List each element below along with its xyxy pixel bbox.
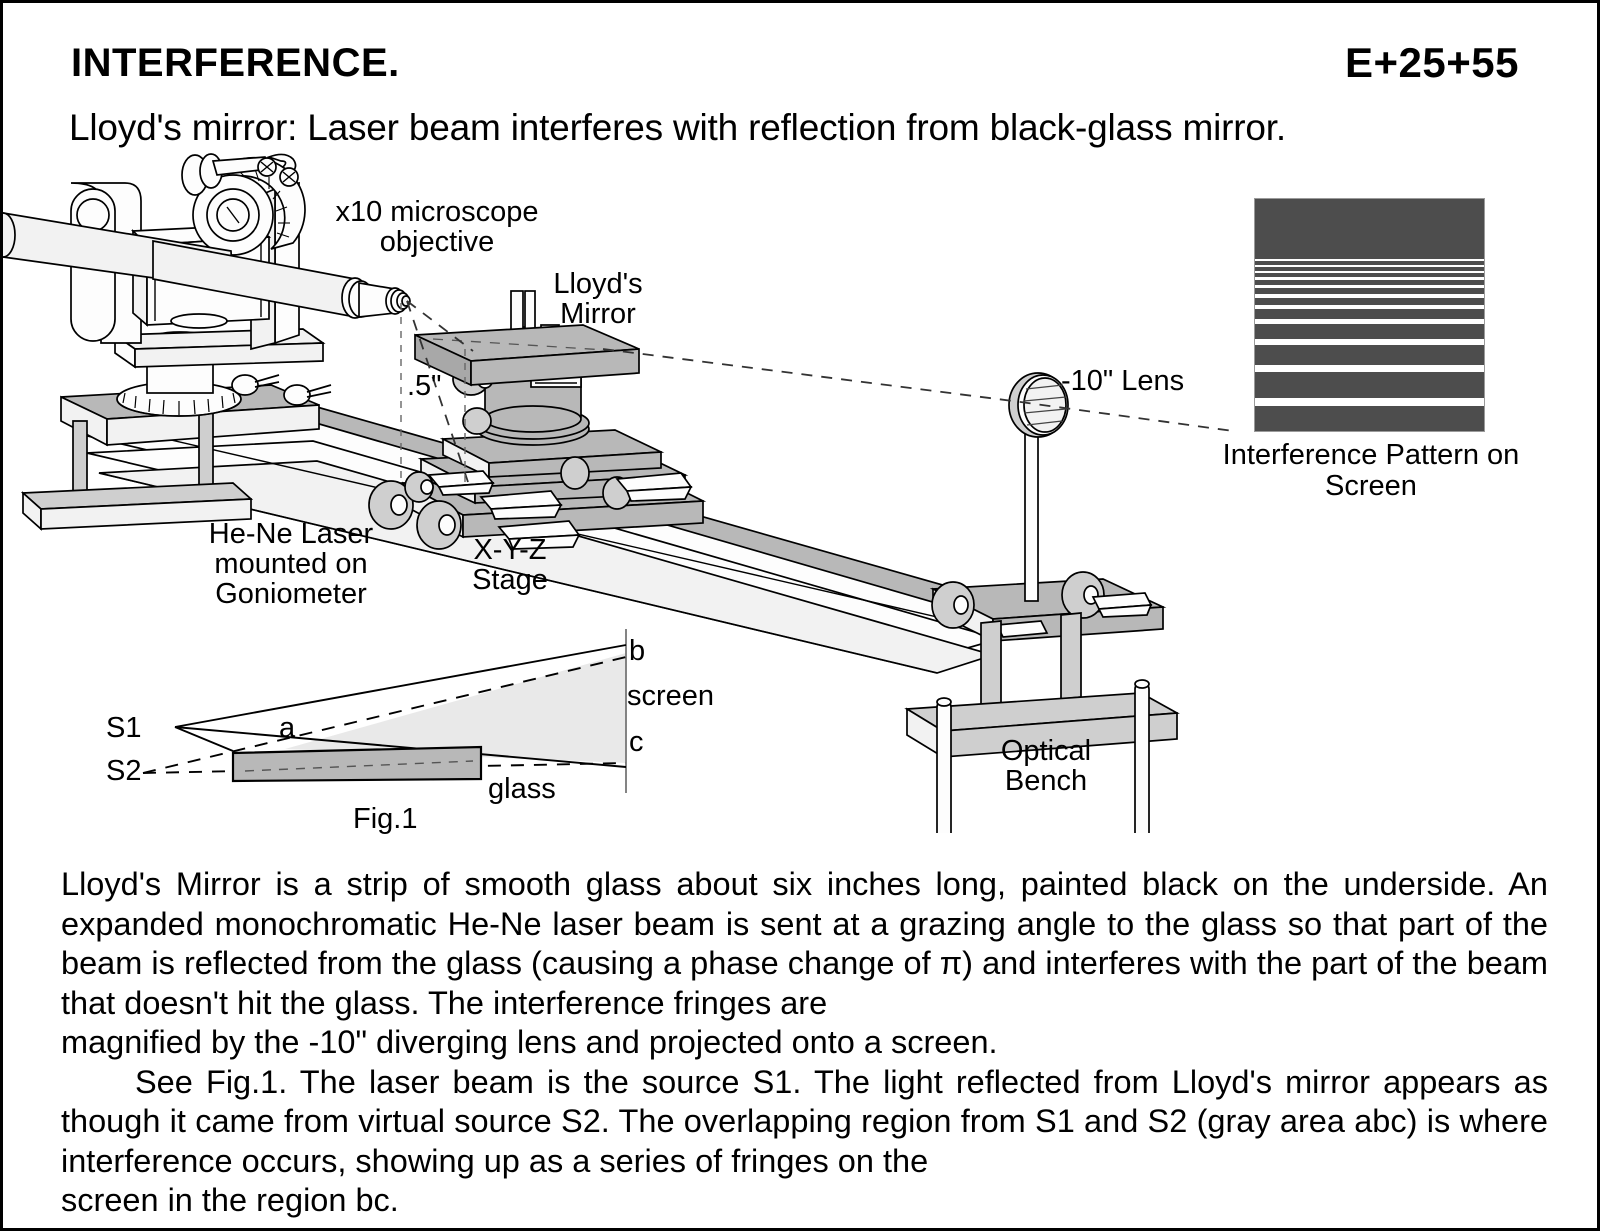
- fig1-caption: Fig.1: [353, 803, 418, 835]
- label-he-ne-laser: He-Ne Laser mounted on Goniometer: [208, 518, 374, 611]
- interference-fringe: [1255, 398, 1484, 406]
- fig1-diagram: [103, 615, 663, 825]
- label-diverging-lens: -10" Lens: [1061, 365, 1185, 397]
- interference-fringe: [1255, 339, 1484, 345]
- label-microscope-objective: x10 microscope objective: [335, 196, 539, 259]
- paragraph-1: Lloyd's Mirror is a strip of smooth glas…: [61, 866, 1548, 1021]
- paragraph-2: See Fig.1. The laser beam is the source …: [61, 1063, 1548, 1182]
- fig1-label-s2: S2: [106, 755, 142, 787]
- paragraph-1-last-line: magnified by the -10" diverging lens and…: [61, 1024, 998, 1060]
- height-dimension-guide: [400, 303, 466, 483]
- fig1-overlap-region: [285, 653, 626, 763]
- page-title: INTERFERENCE.: [71, 41, 400, 85]
- goniometer-scale-wheel: [181, 153, 306, 256]
- interference-fringe: [1255, 305, 1484, 309]
- interference-fringe: [1255, 265, 1484, 267]
- interference-fringe: [1255, 271, 1484, 273]
- label-xyz-stage: X-Y-Z Stage: [472, 534, 548, 597]
- fig1-label-a: a: [279, 712, 296, 744]
- laser-beam-path: [406, 300, 1233, 486]
- interference-fringe: [1255, 294, 1484, 298]
- interference-pattern-swatch: [1254, 198, 1485, 432]
- body-text-block: Lloyd's Mirror is a strip of smooth glas…: [61, 865, 1548, 1221]
- fig1-label-b: b: [629, 635, 646, 667]
- optical-bench-table: [904, 571, 1180, 833]
- catalog-code: E+25+55: [1344, 39, 1519, 86]
- paragraph-2-last-line: screen in the region bc.: [61, 1182, 399, 1218]
- he-ne-laser-tube: [3, 212, 411, 319]
- fig1-label-glass: glass: [488, 773, 556, 805]
- paragraph-2-text: See Fig.1. The laser beam is the source …: [61, 1063, 1548, 1179]
- interference-fringe: [1255, 277, 1484, 280]
- interference-fringe: [1255, 259, 1484, 261]
- interference-fringe: [1255, 285, 1484, 288]
- label-lloyds-mirror: Lloyd's Mirror: [553, 268, 643, 331]
- diverging-lens: [1008, 372, 1069, 602]
- interference-fringe: [1255, 365, 1484, 372]
- page-subtitle: Lloyd's mirror: Laser beam interferes wi…: [69, 107, 1286, 148]
- label-dimension-half-inch: .5": [407, 370, 442, 402]
- interference-fringe: [1255, 319, 1484, 324]
- apparatus-illustration: [3, 153, 1233, 833]
- fig1-glass-strip: [231, 745, 483, 783]
- fig1-label-s1: S1: [106, 712, 142, 744]
- fig1-label-c: c: [629, 726, 644, 758]
- interference-pattern-caption: Interference Pattern on Screen: [1222, 439, 1520, 503]
- fig1-label-screen: screen: [627, 680, 715, 712]
- label-optical-bench: Optical Bench: [1000, 735, 1092, 798]
- lloyds-mirror-plate: [414, 324, 640, 387]
